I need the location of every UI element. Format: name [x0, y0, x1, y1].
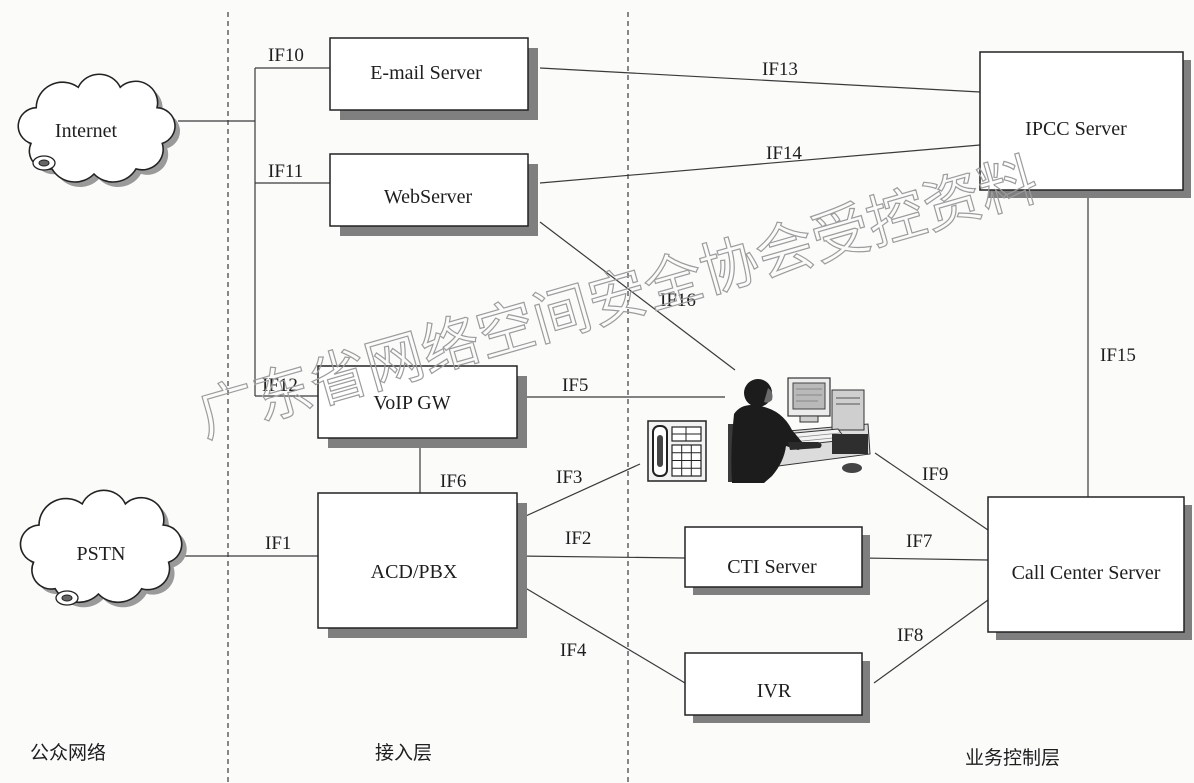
- pstn-label: PSTN: [77, 543, 126, 565]
- interface-label-if6: IF6: [440, 471, 466, 492]
- interface-label-if7: IF7: [906, 531, 932, 552]
- interface-label-if14: IF14: [766, 143, 802, 164]
- interface-label-if2: IF2: [565, 528, 591, 549]
- web-server-label: WebServer: [384, 186, 473, 208]
- disk-icon: [33, 156, 55, 170]
- link-if13: [540, 68, 980, 92]
- call-center-server-node: Call Center Server: [988, 497, 1192, 640]
- email-server-node: E-mail Server: [330, 38, 538, 120]
- ivr-label: IVR: [757, 680, 792, 702]
- pstn-cloud: PSTN: [20, 490, 186, 607]
- watermark: 广东省网络空间安全协会受控资料: [190, 145, 1045, 450]
- interface-label-if11: IF11: [268, 161, 303, 182]
- link-if7: [862, 558, 988, 560]
- zone-label-access-layer: 接入层: [375, 742, 432, 764]
- ivr-node: IVR: [685, 653, 870, 723]
- link-if2: [517, 556, 685, 558]
- interface-label-if10: IF10: [268, 45, 304, 66]
- cti-server-node: CTI Server: [685, 527, 870, 595]
- interface-label-if13: IF13: [762, 59, 798, 80]
- interface-label-if9: IF9: [922, 464, 948, 485]
- disk-icon: [56, 591, 78, 605]
- interface-label-if8: IF8: [897, 625, 923, 646]
- interface-label-if5: IF5: [562, 375, 588, 396]
- internet-label: Internet: [55, 120, 118, 142]
- ipcc-server-label: IPCC Server: [1025, 118, 1127, 140]
- link-if8: [874, 600, 988, 683]
- zone-label-public-network: 公众网络: [30, 742, 106, 764]
- agent-workstation-icon: [728, 378, 870, 483]
- interface-label-if4: IF4: [560, 640, 587, 661]
- interface-label-if15: IF15: [1100, 345, 1136, 366]
- acd-pbx-label: ACD/PBX: [371, 561, 458, 583]
- call-center-server-label: Call Center Server: [1012, 562, 1161, 584]
- interface-label-if3: IF3: [556, 467, 582, 488]
- telephone-icon: [648, 421, 706, 481]
- cti-server-label: CTI Server: [727, 556, 817, 578]
- web-server-node: WebServer: [330, 154, 538, 236]
- acd-pbx-node: ACD/PBX: [318, 493, 527, 638]
- email-server-label: E-mail Server: [370, 62, 482, 84]
- link-if4: [517, 583, 685, 683]
- zone-label-service-control-layer: 业务控制层: [965, 747, 1060, 769]
- internet-cloud: Internet: [18, 74, 180, 187]
- interface-label-if1: IF1: [265, 533, 291, 554]
